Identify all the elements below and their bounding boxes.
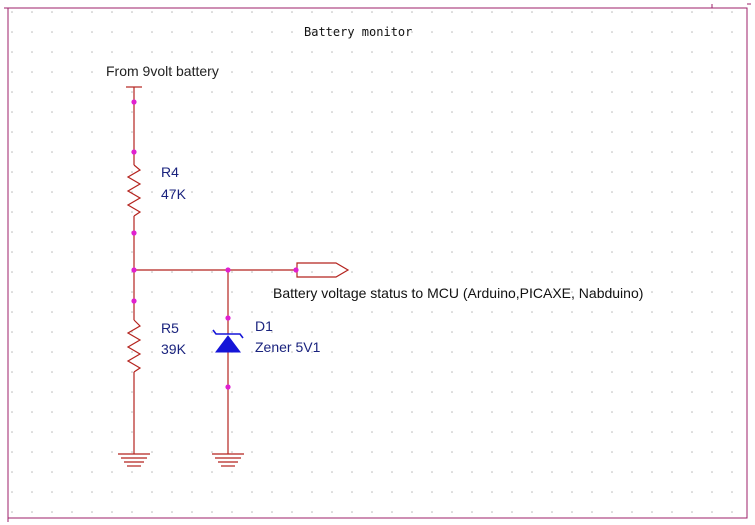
r4-reference: R4 — [161, 164, 179, 180]
zener-diode-d1 — [212, 329, 244, 353]
ground-symbol-left — [118, 453, 150, 467]
junction-dots — [131, 99, 299, 390]
junction-dot — [131, 298, 137, 304]
junction-dot — [225, 267, 231, 273]
grid-background — [8, 8, 747, 518]
junction-dot — [225, 315, 231, 321]
r5-reference: R5 — [161, 320, 179, 336]
ground-symbol-right — [212, 453, 244, 467]
r4-resistor-body — [126, 164, 142, 217]
schematic-title: Battery monitor — [304, 25, 412, 39]
r4-value: 47K — [161, 186, 187, 202]
junction-dot — [131, 99, 137, 105]
junction-dot — [131, 230, 137, 236]
junction-dot — [225, 384, 231, 390]
source-label: From 9volt battery — [106, 63, 219, 79]
d1-reference: D1 — [255, 318, 273, 334]
junction-dot — [131, 149, 137, 155]
d1-value: Zener 5V1 — [255, 339, 321, 355]
junction-dot — [131, 267, 137, 273]
sheet-frame — [7, 7, 748, 519]
d1-diode-body — [215, 335, 241, 353]
r5-value: 39K — [161, 341, 187, 357]
junction-dot — [293, 267, 299, 273]
d1-zener-cathode-bar — [212, 329, 244, 339]
r5-resistor-body — [126, 319, 142, 373]
output-label: Battery voltage status to MCU (Arduino,P… — [273, 285, 643, 301]
output-port-arrow — [296, 262, 350, 278]
circuit-wires — [118, 86, 350, 467]
